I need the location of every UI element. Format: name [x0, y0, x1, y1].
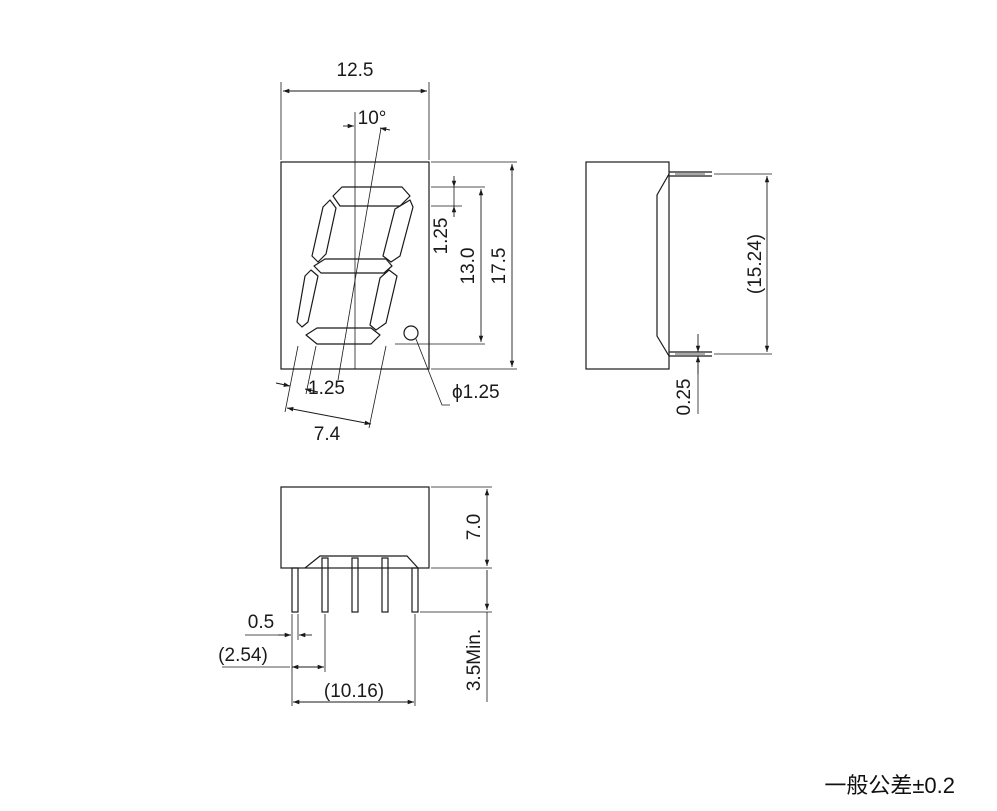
decimal-point — [403, 325, 419, 341]
pin-3 — [351, 557, 359, 613]
segment-gap-label: 1.25 — [431, 218, 452, 255]
pins — [291, 557, 419, 613]
segment-c — [369, 269, 398, 331]
bottom-view: 7.0 3.5Min. 0.5 (2.54) (10.16) — [218, 486, 492, 706]
pin-spacing-label: (15.24) — [745, 234, 766, 294]
pin-1 — [291, 567, 299, 613]
digit-height-label: 13.0 — [458, 248, 479, 285]
pin-4 — [381, 557, 389, 613]
pin-span-label: (10.16) — [324, 681, 384, 702]
pin-5 — [411, 567, 419, 613]
digit-width-label: 7.4 — [314, 424, 341, 445]
pin-pitch-label: (2.54) — [218, 645, 268, 666]
segment-a — [332, 186, 411, 207]
front-view: 12.5 10° 1.25 13.0 17.5 ϕ1.25 — [275, 60, 517, 445]
pin-thickness-label: 0.25 — [674, 379, 695, 416]
stroke-width-label: 1.25 — [308, 378, 345, 399]
segment-d — [305, 327, 381, 345]
pin-width-label: 0.5 — [248, 612, 274, 633]
segment-g — [313, 258, 393, 274]
body-depth-label: 7.0 — [464, 514, 485, 540]
segment-b — [382, 199, 414, 263]
general-tolerance-note: 一般公差±0.2 — [824, 773, 955, 798]
bottom-body-outline — [280, 486, 430, 569]
angle-dimension-label: 10° — [358, 108, 387, 129]
pin-length-label: 3.5Min. — [464, 629, 485, 691]
side-body-outline — [585, 161, 670, 370]
decimal-point-diameter-label: ϕ1.25 — [452, 382, 500, 403]
pin-2 — [321, 557, 329, 613]
body-height-label: 17.5 — [489, 248, 510, 285]
segment-e — [296, 269, 319, 328]
segment-f — [311, 199, 337, 263]
side-view: (15.24) 0.25 — [585, 161, 772, 416]
seven-segment-digit — [296, 186, 414, 345]
width-dimension-label: 12.5 — [337, 60, 374, 81]
